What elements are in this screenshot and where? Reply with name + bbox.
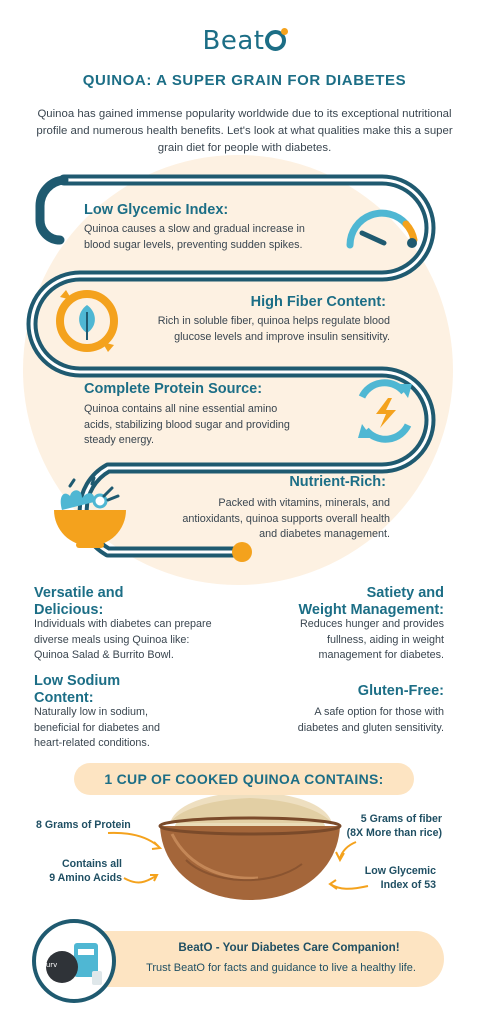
label-glycemic-index: Low Glycemic Index of 53 [340, 864, 436, 892]
text-line: fullness, aiding in weight [326, 633, 444, 646]
banner-subtitle: Trust BeatO for facts and guidance to li… [146, 962, 416, 974]
arrow-fiber [339, 841, 357, 859]
path-end-dot [232, 542, 252, 562]
device-brand-text: curv [42, 961, 58, 969]
text-line: diverse meals using Quinoa like: [34, 633, 190, 646]
text-line: diabetes and gluten sensitivity. [297, 721, 444, 734]
text-line: steady energy. [84, 434, 155, 446]
section-versatile-text: Individuals with diabetes can prepare di… [34, 617, 244, 664]
text-line: Packed with vitamins, minerals, and [218, 497, 390, 509]
text-line: glucose levels and improve insulin sensi… [174, 330, 390, 343]
label-fiber: 5 Grams of fiber (8X More than rice) [330, 812, 442, 840]
text-line: A safe option for those with [314, 706, 444, 718]
section-versatile-title: Versatile and Delicious: [34, 585, 123, 619]
section-satiety-title: Satiety and Weight Management: [250, 585, 444, 619]
text-line: acids, stabilizing blood sugar and provi… [84, 418, 290, 431]
section-gluten-title: Gluten-Free: [357, 683, 444, 699]
gauge-icon [346, 209, 418, 249]
text-line: Reduces hunger and provides [299, 618, 444, 630]
text-line: Rich in soluble fiber, quinoa helps regu… [157, 315, 390, 327]
banner-title: BeatO - Your Diabetes Care Companion! [178, 941, 400, 954]
label-line: 9 Amino Acids [49, 872, 122, 884]
device-image [32, 919, 116, 1003]
section-protein-title: Complete Protein Source: [84, 381, 263, 397]
label-line: Contains all [61, 858, 122, 870]
intro-text: Quinoa has gained immense popularity wor… [36, 108, 453, 154]
text-line: antioxidants, quinoa supports overall he… [182, 512, 390, 525]
label-line: Low Glycemic [364, 865, 436, 877]
text-line: Individuals with diabetes can prepare [34, 618, 212, 630]
cup-contains-heading: 1 CUP OF COOKED QUINOA CONTAINS: [74, 763, 414, 795]
energy-cycle-icon [358, 379, 412, 443]
section-satiety-text: Reduces hunger and provides fullness, ai… [250, 617, 444, 664]
arrow-amino [123, 875, 157, 884]
page-title: QUINOA: A SUPER GRAIN FOR DIABETES [82, 72, 407, 89]
section-protein-text: Quinoa contains all nine essential amino… [84, 402, 344, 449]
text-line: management for diabetes. [318, 649, 444, 661]
title-line: Versatile and [34, 585, 124, 601]
text-line: blood sugar levels, preventing sudden sp… [84, 238, 303, 251]
text-line: Quinoa contains all nine essential amino [84, 403, 278, 415]
text-line: Quinoa causes a slow and gradual increas… [84, 223, 305, 235]
path-start-curve [35, 175, 69, 245]
section-high-fiber-text: Rich in soluble fiber, quinoa helps regu… [120, 314, 390, 345]
section-nutrient-title: Nutrient-Rich: [289, 474, 386, 490]
label-amino-acids: Contains all 9 Amino Acids [20, 857, 122, 885]
quinoa-bowl-image [158, 792, 342, 900]
section-low-glycemic-text: Quinoa causes a slow and gradual increas… [84, 222, 354, 253]
text-line: Quinoa Salad & Burrito Bowl. [34, 649, 174, 661]
label-line: Index of 53 [380, 879, 436, 891]
title-line: Satiety and [366, 585, 444, 601]
label-line: (8X More than rice) [346, 827, 442, 839]
leaf-cycle-icon [56, 290, 118, 352]
title-line: Delicious: [34, 602, 104, 618]
section-high-fiber-title: High Fiber Content: [250, 294, 386, 310]
title-line: Content: [34, 690, 94, 706]
text-line: beneficial for diabetes and [34, 721, 161, 734]
brand-logo-o-mark [265, 28, 289, 51]
title-line: Low Sodium [34, 673, 121, 689]
text-line: Naturally low in sodium, [34, 706, 149, 718]
arrow-protein [107, 831, 159, 847]
text-line: heart-related conditions. [34, 737, 150, 749]
title-line: Weight Management: [298, 602, 444, 618]
section-low-glycemic-title: Low Glycemic Index: [84, 202, 229, 218]
path-line-inner [30, 178, 432, 554]
section-nutrient-text: Packed with vitamins, minerals, and anti… [130, 496, 390, 543]
brand-logo: Beat [0, 26, 489, 56]
section-sodium-title: Low Sodium Content: [34, 673, 120, 707]
brand-name: Beat [202, 26, 265, 56]
salad-bowl-icon [54, 476, 126, 548]
text-line: and diabetes management. [259, 528, 390, 540]
section-sodium-text: Naturally low in sodium, beneficial for … [34, 705, 234, 752]
label-line: 5 Grams of fiber [360, 813, 442, 825]
section-gluten-text: A safe option for those with diabetes an… [250, 705, 444, 736]
label-protein: 8 Grams of Protein [36, 819, 131, 831]
